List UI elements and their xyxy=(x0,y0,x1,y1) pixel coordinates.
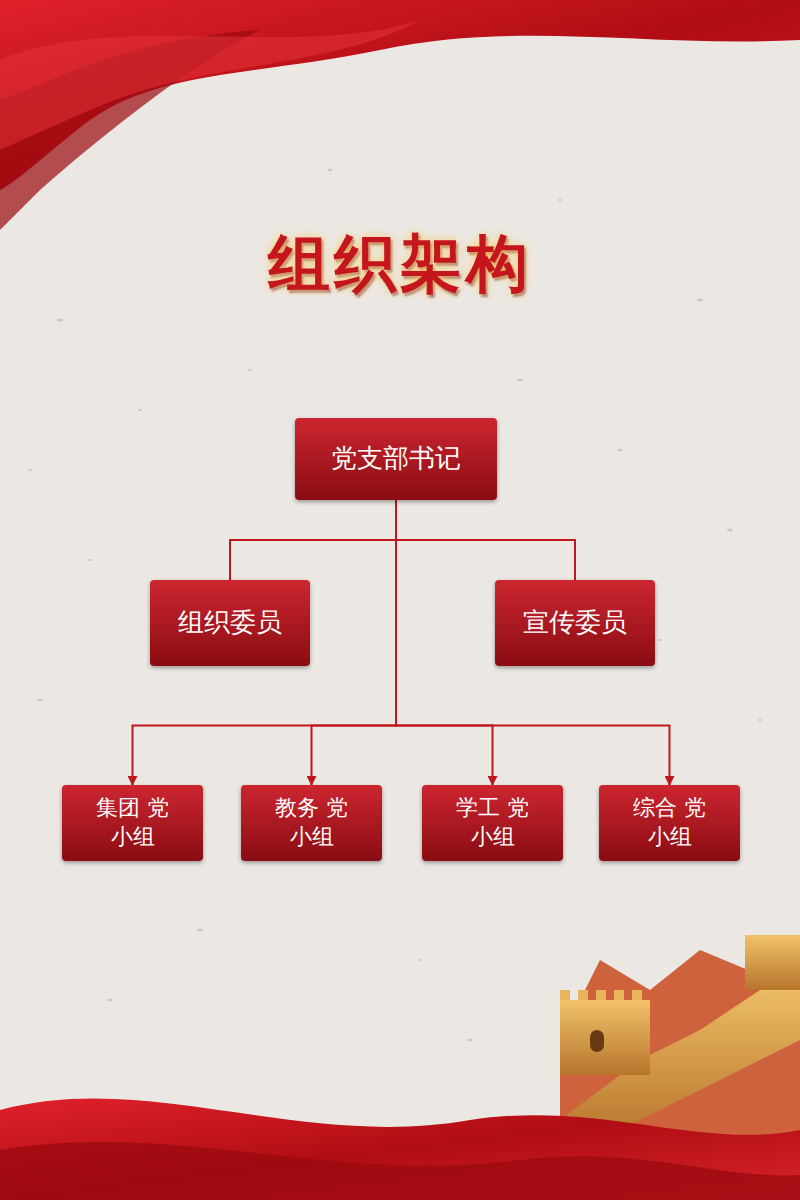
committee-box: 宣传委员 xyxy=(495,580,655,666)
connector xyxy=(396,500,670,785)
group-box: 集团 党小组 xyxy=(62,785,203,861)
node-label: 综合 党小组 xyxy=(630,794,709,851)
node-label: 宣传委员 xyxy=(523,606,627,640)
leader-box: 党支部书记 xyxy=(295,418,497,500)
connector xyxy=(133,500,397,785)
connector xyxy=(230,500,396,580)
group-box: 教务 党小组 xyxy=(241,785,382,861)
node-label: 党支部书记 xyxy=(331,442,461,476)
node-label: 学工 党小组 xyxy=(453,794,532,851)
group-box: 学工 党小组 xyxy=(422,785,563,861)
poster-title: 组织架构 xyxy=(0,222,800,306)
group-box: 综合 党小组 xyxy=(599,785,740,861)
node-label: 组织委员 xyxy=(178,606,282,640)
committee-box: 组织委员 xyxy=(150,580,310,666)
connector xyxy=(312,500,397,785)
connector xyxy=(396,500,575,580)
connector xyxy=(396,500,493,785)
node-label: 集团 党小组 xyxy=(93,794,172,851)
node-label: 教务 党小组 xyxy=(272,794,351,851)
